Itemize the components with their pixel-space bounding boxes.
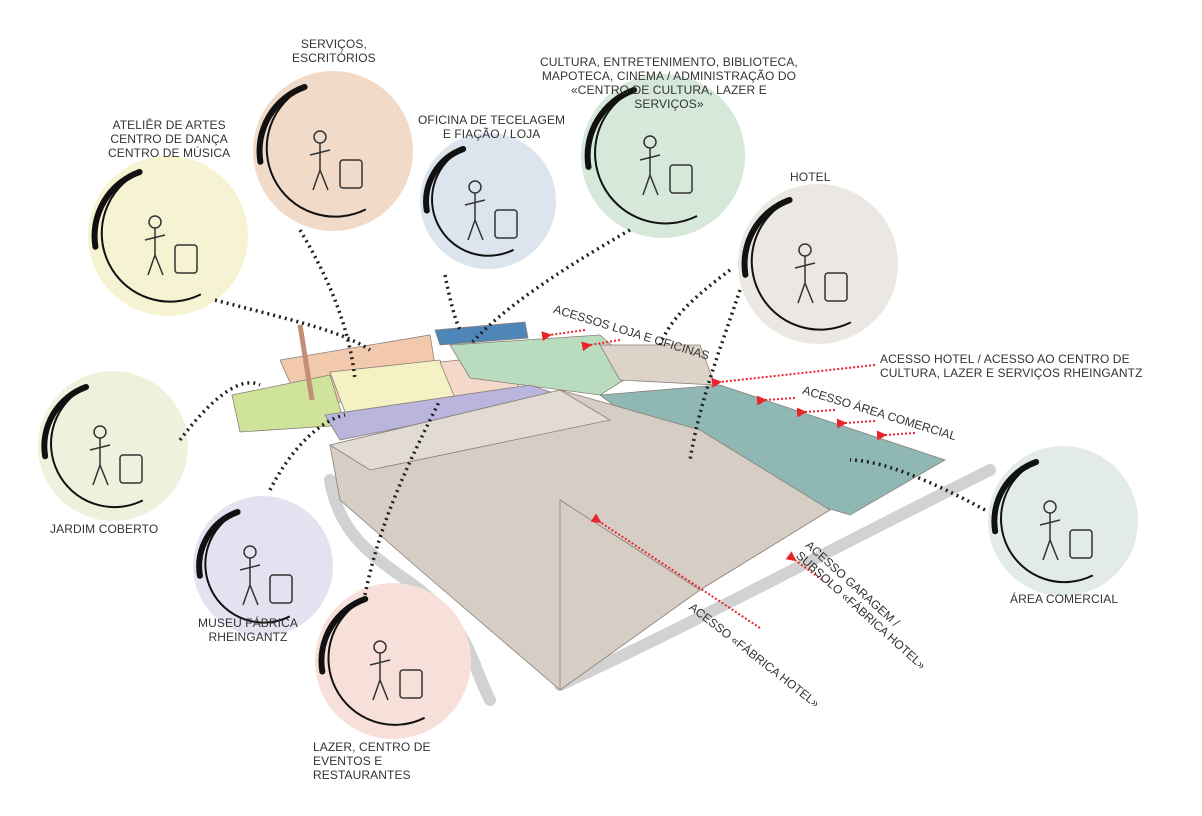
zone-museu [193, 496, 333, 636]
leader-lines [178, 228, 986, 596]
museum-frames-icon [239, 545, 293, 606]
label-servicos: SERVIÇOS,ESCRITÓRIOS [292, 37, 376, 65]
gears-icon [464, 180, 518, 241]
zone-lazer [315, 583, 471, 739]
luggage-icon [794, 243, 848, 304]
zone-jardim [38, 371, 188, 521]
cinema-books-icon [639, 135, 693, 196]
buildings [231, 321, 946, 691]
building-green [449, 334, 641, 396]
access-arrows [541, 329, 916, 629]
zone-atelie [88, 156, 248, 316]
zone-servicos [253, 71, 413, 231]
label-cultura: CULTURA, ENTRETENIMENTO, BIBLIOTECA,MAPO… [540, 55, 798, 111]
zone-oficina [420, 133, 556, 269]
zone-comercial [988, 446, 1138, 596]
office-desk-icon [309, 130, 363, 191]
zone-hotel [738, 184, 898, 344]
dance-music-icon [144, 215, 198, 276]
chef-icon [369, 640, 423, 701]
zone-cultura [581, 74, 745, 238]
label-jardim: JARDIM COBERTO [50, 522, 159, 536]
label-hotel: HOTEL [790, 170, 831, 184]
trees-bench-icon [89, 425, 143, 486]
label-comercial: ÁREA COMERCIAL [1010, 592, 1119, 606]
shopping-icon [1039, 500, 1093, 561]
